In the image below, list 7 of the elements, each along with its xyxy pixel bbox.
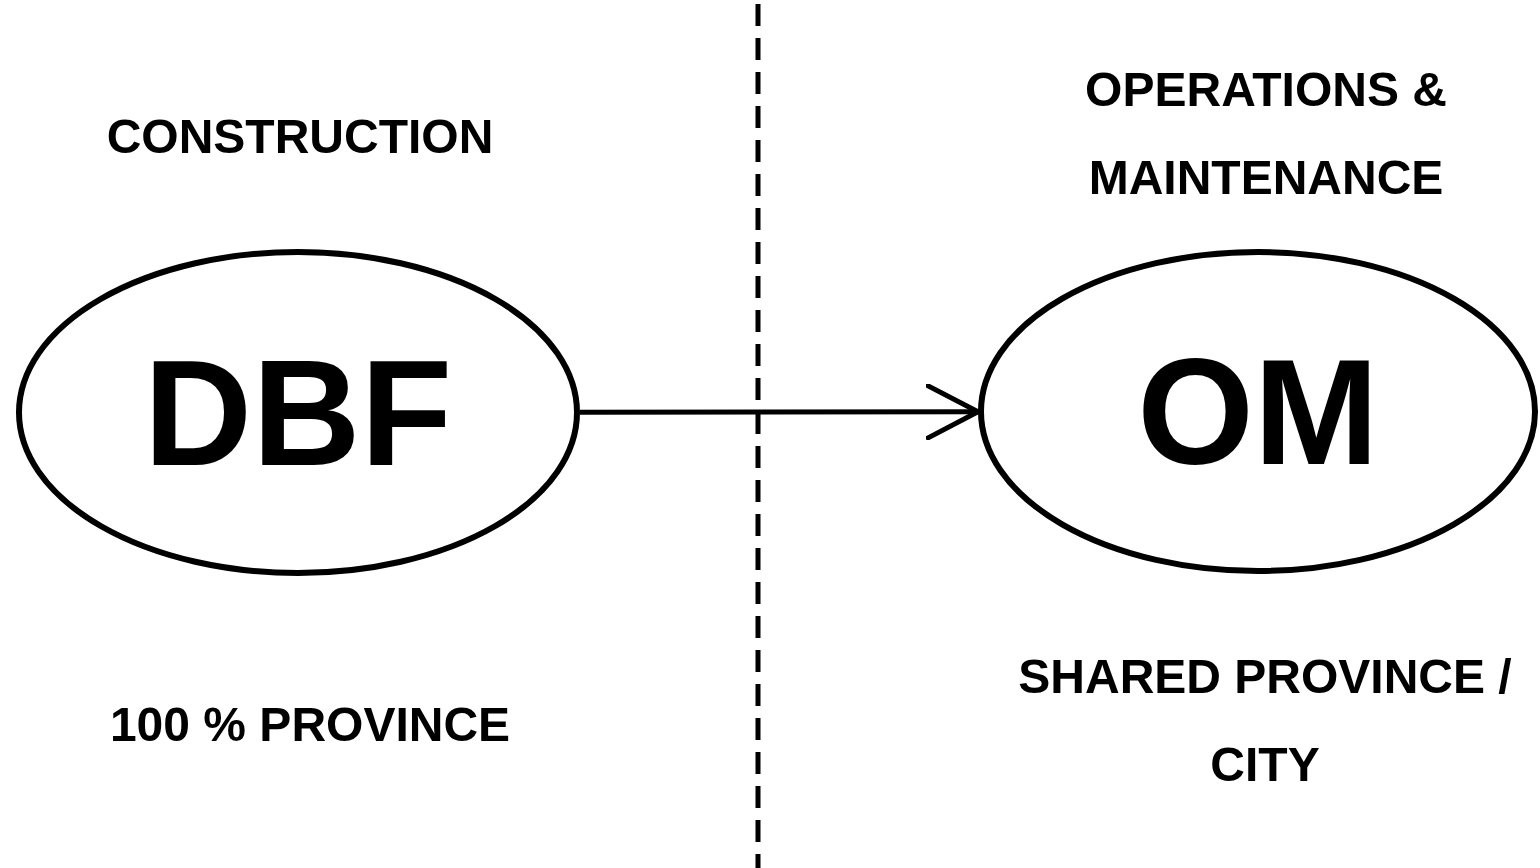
node-label: OM bbox=[1137, 336, 1379, 487]
node-label: DBF bbox=[143, 337, 453, 488]
section-heading: SHARED PROVINCE / CITY bbox=[1017, 649, 1513, 793]
section-heading: CONSTRUCTION bbox=[105, 109, 495, 165]
arrow bbox=[580, 383, 981, 441]
section-heading: OPERATIONS & MAINTENANCE bbox=[1084, 62, 1448, 206]
section-heading: 100 % PROVINCE bbox=[108, 697, 512, 753]
